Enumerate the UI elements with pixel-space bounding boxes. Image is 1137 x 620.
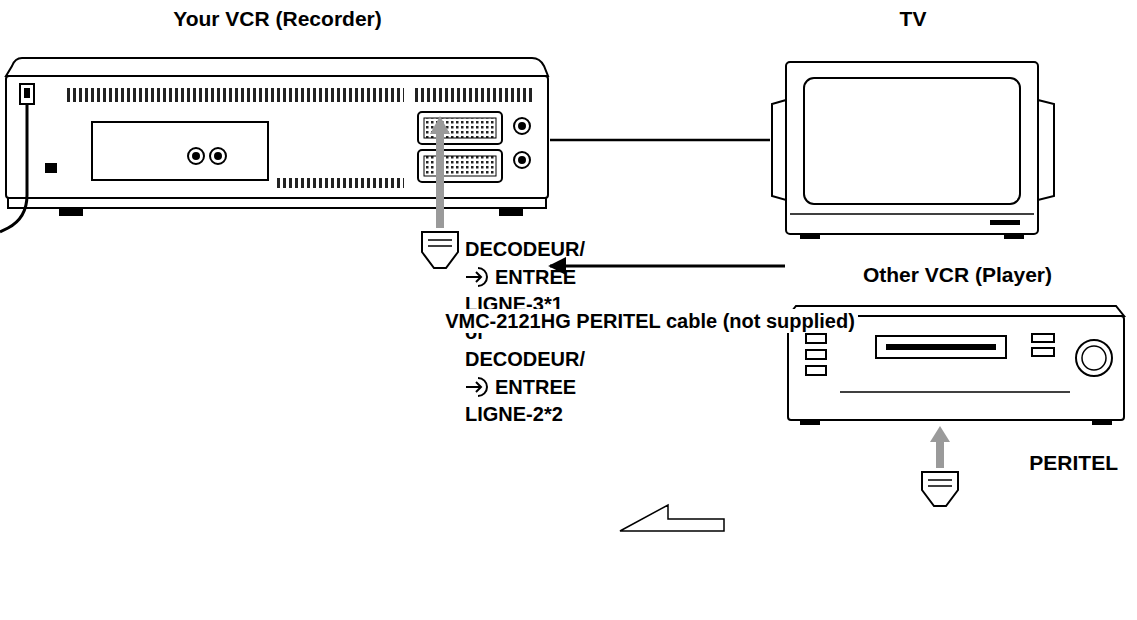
vcr-top — [6, 58, 548, 76]
rf-jack — [188, 148, 204, 164]
power-socket — [20, 84, 34, 104]
scart-socket — [418, 150, 502, 182]
signal-direction-arrow — [620, 505, 724, 531]
tv-set: TV — [770, 2, 1056, 240]
vcr-foot — [500, 208, 522, 215]
vcr-foot — [60, 208, 82, 215]
scart-plug — [922, 472, 958, 506]
insert-arrow — [430, 116, 450, 228]
device-heading: TV — [900, 6, 927, 32]
insert-arrow — [930, 426, 950, 468]
rca-jack — [514, 152, 530, 168]
vent-row — [412, 88, 532, 102]
button — [1032, 348, 1054, 356]
vcr-body — [6, 76, 548, 198]
jog-dial — [1076, 340, 1112, 376]
tv-side — [1038, 100, 1054, 200]
socket-label: DECODEUR/ — [465, 346, 585, 374]
rf-panel — [92, 122, 268, 180]
cassette-slot — [876, 336, 1006, 358]
switch — [46, 164, 56, 172]
button — [806, 350, 826, 359]
vent-row — [64, 88, 404, 102]
socket-label: LIGNE-2*2 — [465, 401, 585, 429]
vcr-base — [8, 198, 546, 208]
device-heading: Other VCR (Player) — [863, 262, 1052, 288]
input-symbol — [466, 378, 487, 396]
device-heading: Your VCR (Recorder) — [173, 6, 381, 32]
connector-name: PERITEL — [1029, 450, 1118, 476]
tv-screen — [804, 78, 1020, 204]
scart-plug — [422, 232, 458, 268]
recorder-vcr: Your VCR (Recorder) — [5, 2, 550, 215]
tv-cabinet — [786, 62, 1038, 234]
power-cord — [0, 104, 27, 232]
vent-row — [274, 178, 404, 188]
tv-control — [990, 220, 1020, 225]
input-symbol — [466, 268, 487, 286]
cable — [550, 265, 785, 268]
tv-side — [772, 100, 786, 200]
socket-label: ENTREE — [465, 374, 585, 402]
rf-jack — [210, 148, 226, 164]
button — [1032, 334, 1054, 342]
button — [806, 334, 826, 343]
button — [806, 366, 826, 375]
socket-label: DECODEUR/ — [465, 236, 585, 264]
connection-line — [550, 139, 770, 142]
cable-label: VMC-2121HG PERITEL cable (not supplied) — [442, 309, 858, 333]
tv-drawing — [772, 62, 1054, 239]
vcr-recorder-drawing — [0, 58, 548, 232]
scart-socket — [418, 112, 502, 144]
rca-jack — [514, 118, 530, 134]
player-vcr: Other VCR (Player)PERITEL — [785, 262, 1130, 472]
socket-label: ENTREE — [465, 264, 585, 292]
